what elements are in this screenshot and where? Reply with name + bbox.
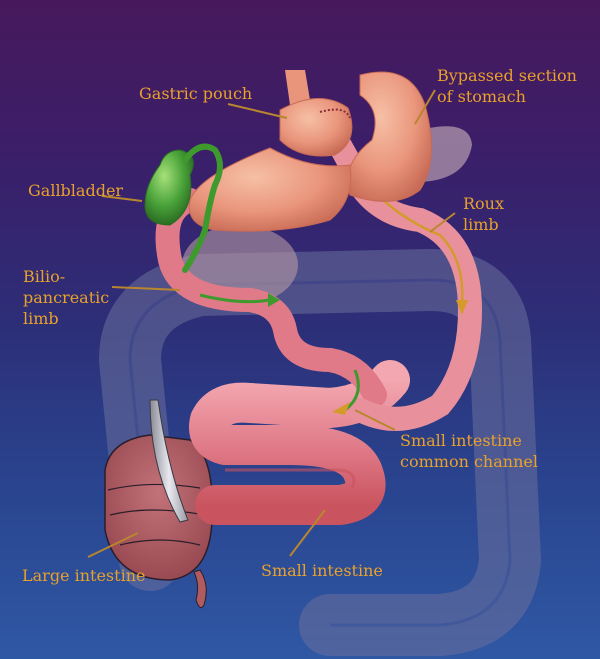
label-large-intestine: Large intestine	[22, 566, 146, 585]
stomach-art	[188, 70, 432, 232]
label-gallbladder: Gallbladder	[28, 181, 124, 200]
label-small-intestine: Small intestine	[261, 561, 383, 580]
label-biliopancreatic-limb: Bilio- pancreatic limb	[23, 266, 109, 329]
large-intestine-art	[104, 399, 214, 609]
label-bypassed-stomach: Bypassed section of stomach	[437, 65, 577, 107]
small-intestine-art	[189, 360, 410, 525]
leader-lines	[87, 89, 456, 558]
label-bypassed-stomach-line2: of stomach	[437, 87, 526, 106]
label-common-line2: common channel	[400, 452, 538, 471]
label-bilio-line3: limb	[23, 309, 59, 328]
gallbladder-art	[144, 143, 223, 273]
label-common-channel: Small intestine common channel	[400, 430, 538, 472]
biliopancreatic-limb-art	[155, 188, 387, 407]
label-roux-line2: limb	[463, 215, 499, 234]
label-bilio-line1: Bilio-	[23, 267, 66, 286]
label-common-line1: Small intestine	[400, 431, 522, 450]
label-roux-limb: Roux limb	[463, 193, 504, 235]
label-bypassed-stomach-line1: Bypassed section	[437, 66, 577, 85]
label-roux-line1: Roux	[463, 194, 505, 213]
label-gastric-pouch: Gastric pouch	[139, 84, 253, 103]
label-bilio-line2: pancreatic	[23, 288, 110, 307]
